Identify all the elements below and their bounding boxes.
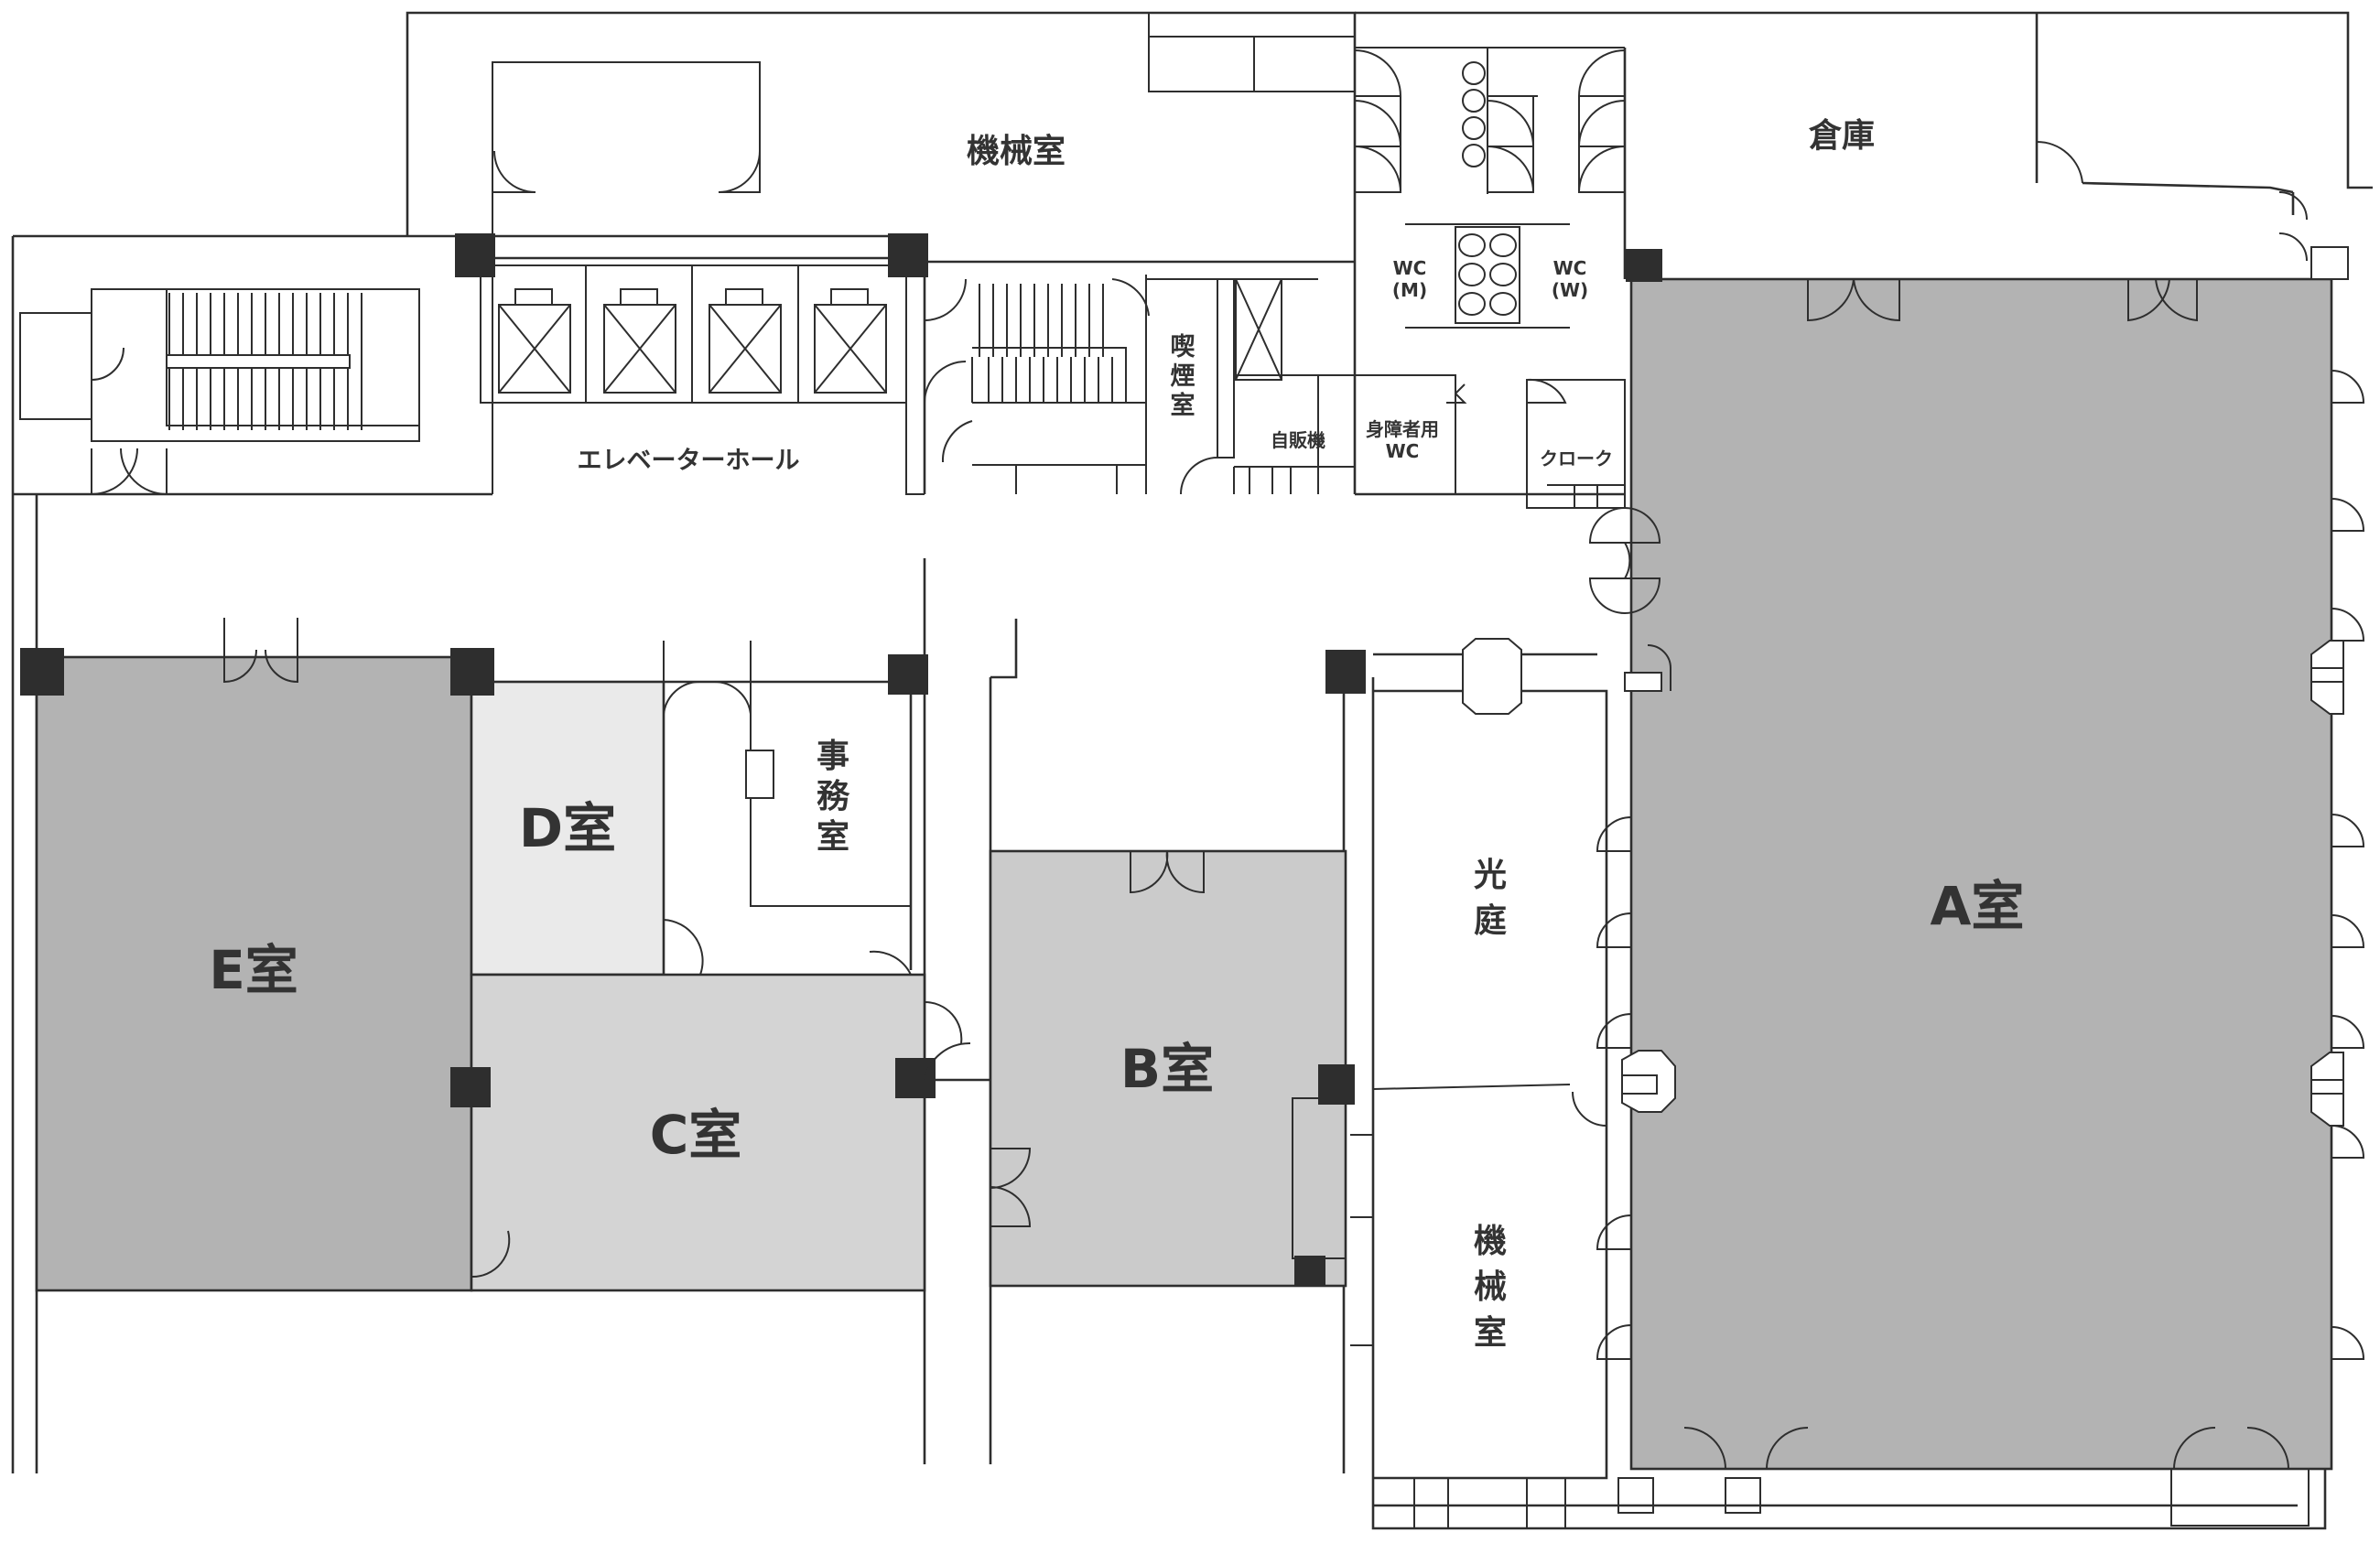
accessible-wc-label-1: 身障者用	[1366, 418, 1439, 440]
bottom-fixtures	[1413, 1468, 2310, 1528]
elevator-hall-label: エレベーターホール	[578, 447, 800, 475]
cloak-label: クローク	[1540, 448, 1613, 469]
wc-men-label-1: WC	[1393, 257, 1427, 279]
office-label-2: 務	[817, 778, 850, 815]
room-e[interactable]	[35, 655, 473, 1292]
room-c[interactable]	[470, 973, 926, 1292]
stairs-left	[166, 293, 362, 430]
labels: A室 B室 C室 D室 E室 機械室 倉庫 エレベーターホール 喫 煙 室 自販…	[209, 117, 2024, 1352]
room-d-label: D室	[519, 797, 616, 859]
room-e-label: E室	[209, 939, 298, 1001]
urinal-row	[1462, 61, 1486, 167]
restroom-fixtures	[1354, 49, 1626, 329]
machine-room-side-label-1: 機	[1474, 1223, 1507, 1260]
courtyard-label-1: 光	[1474, 857, 1507, 894]
room-b-label: B室	[1120, 1038, 1214, 1100]
office-label-3: 室	[817, 818, 849, 856]
courtyard-block	[1292, 638, 1608, 1480]
storage-label: 倉庫	[1808, 117, 1875, 155]
doors	[91, 140, 2365, 1470]
wc-men-label-2: (M)	[1392, 279, 1427, 301]
pillars	[20, 233, 1662, 1287]
stairs-right	[971, 284, 1127, 403]
smoking-room-label-3: 室	[1171, 391, 1195, 420]
room-c-label: C室	[650, 1104, 742, 1166]
room-a-label: A室	[1931, 875, 2025, 937]
elevator-car	[709, 288, 782, 394]
smoking-room-label-1: 喫	[1171, 333, 1195, 361]
elevator-car	[814, 288, 887, 394]
wc-women-label-1: WC	[1553, 257, 1587, 279]
elevator-car	[498, 288, 571, 394]
room-b[interactable]	[989, 849, 1347, 1288]
room-a[interactable]	[1629, 277, 2333, 1471]
courtyard-label-2: 庭	[1474, 902, 1507, 940]
wc-women-label-2: (W)	[1552, 279, 1588, 301]
elevator-car	[603, 288, 676, 394]
elevator-bank	[498, 265, 887, 403]
machine-room-top-label: 機械室	[967, 133, 1066, 170]
room-d[interactable]	[470, 680, 665, 977]
vending-label: 自販機	[1271, 429, 1325, 451]
machine-room-side-label-2: 械	[1474, 1268, 1507, 1306]
sink-island	[1405, 223, 1570, 329]
office-label-1: 事	[817, 738, 849, 775]
accessible-wc-label-2: WC	[1386, 440, 1420, 462]
machine-room-side-label-3: 室	[1474, 1314, 1507, 1352]
smoking-room-label-2: 煙	[1171, 362, 1195, 391]
office-room	[664, 680, 913, 970]
